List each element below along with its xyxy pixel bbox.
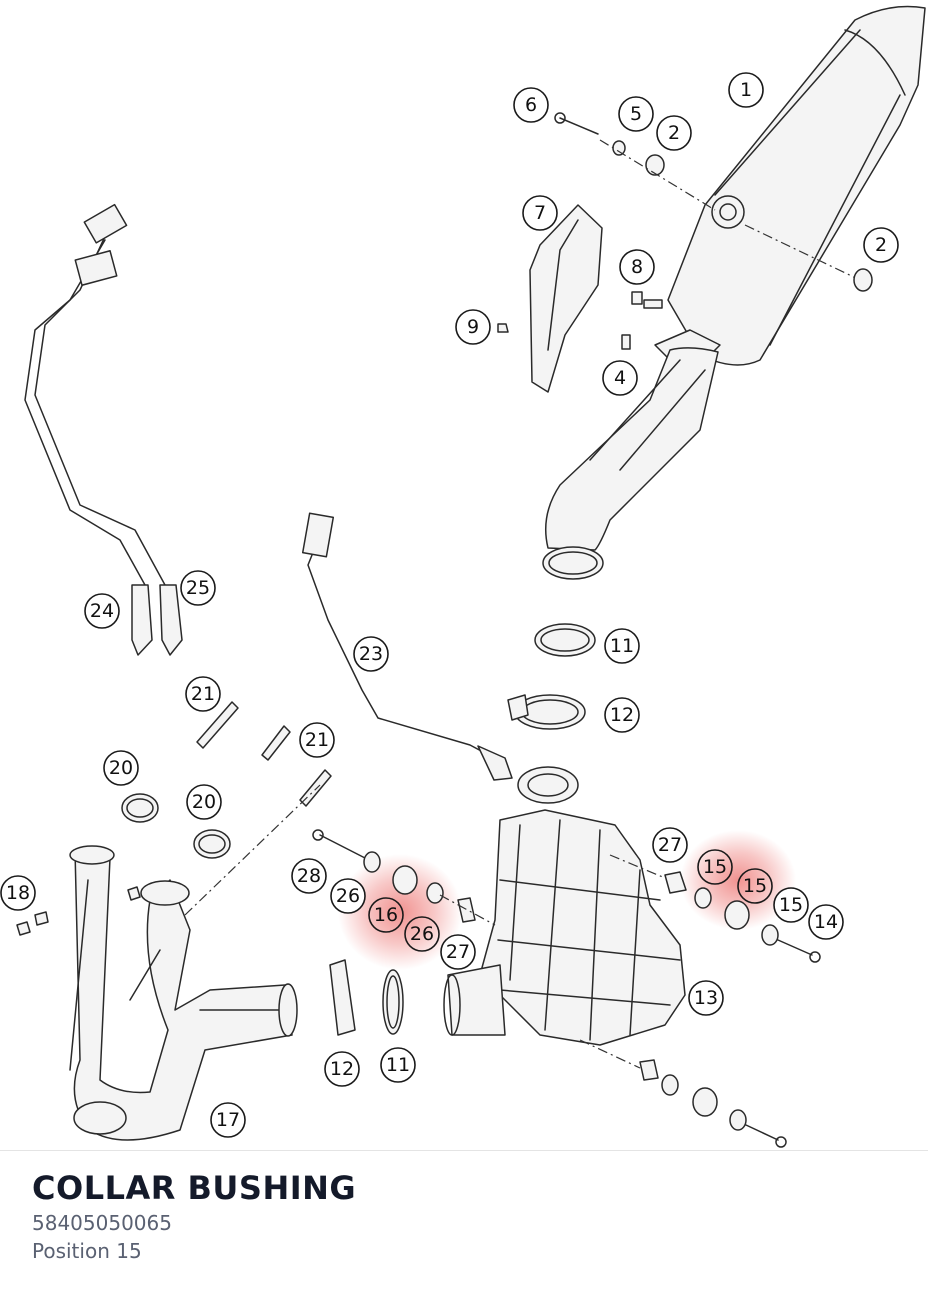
clamps-and-seals[interactable] xyxy=(121,623,596,1036)
callout-label: 11 xyxy=(610,635,634,657)
callout-label: 20 xyxy=(109,757,133,779)
callout-8[interactable]: 8 xyxy=(619,249,655,285)
bushing-stack-right[interactable] xyxy=(609,854,821,963)
callout-label: 11 xyxy=(386,1054,410,1076)
callout-5[interactable]: 5 xyxy=(618,96,654,132)
callout-label: 4 xyxy=(614,367,626,389)
lambda-sensor-harness-front[interactable] xyxy=(24,203,183,656)
part-position: Position 15 xyxy=(32,1239,142,1263)
heat-shield[interactable] xyxy=(529,204,603,393)
callout-17[interactable]: 17 xyxy=(210,1102,246,1138)
callout-label: 6 xyxy=(525,94,537,116)
callout-label: 28 xyxy=(297,865,321,887)
callout-11[interactable]: 11 xyxy=(380,1047,416,1083)
bushing-stack-left[interactable] xyxy=(312,829,496,926)
callout-label: 1 xyxy=(740,79,752,101)
callout-14[interactable]: 14 xyxy=(808,904,844,940)
callout-4[interactable]: 4 xyxy=(602,360,638,396)
callout-label: 16 xyxy=(374,904,398,926)
callout-label: 20 xyxy=(192,791,216,813)
callout-label: 17 xyxy=(216,1109,240,1131)
callout-24[interactable]: 24 xyxy=(84,593,120,629)
bushing-stack-bottom[interactable] xyxy=(579,1039,787,1148)
callout-2[interactable]: 2 xyxy=(863,227,899,263)
mounting-hardware-rear[interactable] xyxy=(497,112,873,350)
callout-label: 14 xyxy=(814,911,838,933)
callout-label: 21 xyxy=(305,729,329,751)
callout-layer: 1 6 5 2 2 7 8 9 4 25 24 23 11 12 21 21 2… xyxy=(0,72,899,1138)
callout-12[interactable]: 12 xyxy=(604,697,640,733)
callout-label: 15 xyxy=(779,894,803,916)
callout-label: 13 xyxy=(694,987,718,1009)
muffler[interactable] xyxy=(654,5,926,366)
callout-label: 2 xyxy=(875,234,887,256)
part-title: COLLAR BUSHING xyxy=(32,1169,357,1207)
callout-15[interactable]: 15 xyxy=(737,868,773,904)
pre-silencer[interactable] xyxy=(443,766,686,1046)
callout-label: 5 xyxy=(630,103,642,125)
callout-1[interactable]: 1 xyxy=(728,72,764,108)
callout-6[interactable]: 6 xyxy=(513,87,549,123)
part-number: 58405050065 xyxy=(32,1211,172,1235)
link-pipe[interactable] xyxy=(542,347,719,580)
callout-13[interactable]: 13 xyxy=(688,980,724,1016)
callout-20[interactable]: 20 xyxy=(186,784,222,820)
callout-label: 8 xyxy=(631,256,643,278)
callout-27[interactable]: 27 xyxy=(652,827,688,863)
callout-label: 24 xyxy=(90,600,114,622)
callout-label: 27 xyxy=(446,941,470,963)
callout-18[interactable]: 18 xyxy=(0,875,36,911)
part-info-panel: COLLAR BUSHING 58405050065 Position 15 xyxy=(0,1150,928,1291)
callout-label: 23 xyxy=(359,643,383,665)
callout-27[interactable]: 27 xyxy=(440,934,476,970)
callout-label: 26 xyxy=(410,923,434,945)
callout-21[interactable]: 21 xyxy=(299,722,335,758)
callout-9[interactable]: 9 xyxy=(455,309,491,345)
highlight-glows xyxy=(338,830,796,970)
callout-21[interactable]: 21 xyxy=(185,676,221,712)
callout-25[interactable]: 25 xyxy=(180,570,216,606)
callout-label: 26 xyxy=(336,885,360,907)
callout-label: 15 xyxy=(703,856,727,878)
callout-label: 27 xyxy=(658,834,682,856)
callout-2[interactable]: 2 xyxy=(656,115,692,151)
callout-label: 7 xyxy=(534,202,546,224)
callout-label: 21 xyxy=(191,683,215,705)
callout-20[interactable]: 20 xyxy=(103,750,139,786)
exploded-parts-diagram: 1 6 5 2 2 7 8 9 4 25 24 23 11 12 21 21 2… xyxy=(0,5,926,1148)
lambda-sensor-harness-rear[interactable] xyxy=(301,512,513,781)
callout-label: 2 xyxy=(668,122,680,144)
callout-15[interactable]: 15 xyxy=(697,849,733,885)
callout-label: 12 xyxy=(610,704,634,726)
callout-26[interactable]: 26 xyxy=(330,878,366,914)
callout-label: 25 xyxy=(186,577,210,599)
callout-12[interactable]: 12 xyxy=(324,1051,360,1087)
callout-23[interactable]: 23 xyxy=(353,636,389,672)
callout-11[interactable]: 11 xyxy=(604,628,640,664)
callout-7[interactable]: 7 xyxy=(522,195,558,231)
callout-label: 9 xyxy=(467,316,479,338)
callout-28[interactable]: 28 xyxy=(291,858,327,894)
callout-16[interactable]: 16 xyxy=(368,897,404,933)
callout-26[interactable]: 26 xyxy=(404,916,440,952)
callout-label: 18 xyxy=(6,882,30,904)
callout-label: 12 xyxy=(330,1058,354,1080)
callout-15[interactable]: 15 xyxy=(773,887,809,923)
studs[interactable] xyxy=(196,701,332,807)
callout-label: 15 xyxy=(743,875,767,897)
exhaust-header[interactable] xyxy=(16,784,321,1141)
